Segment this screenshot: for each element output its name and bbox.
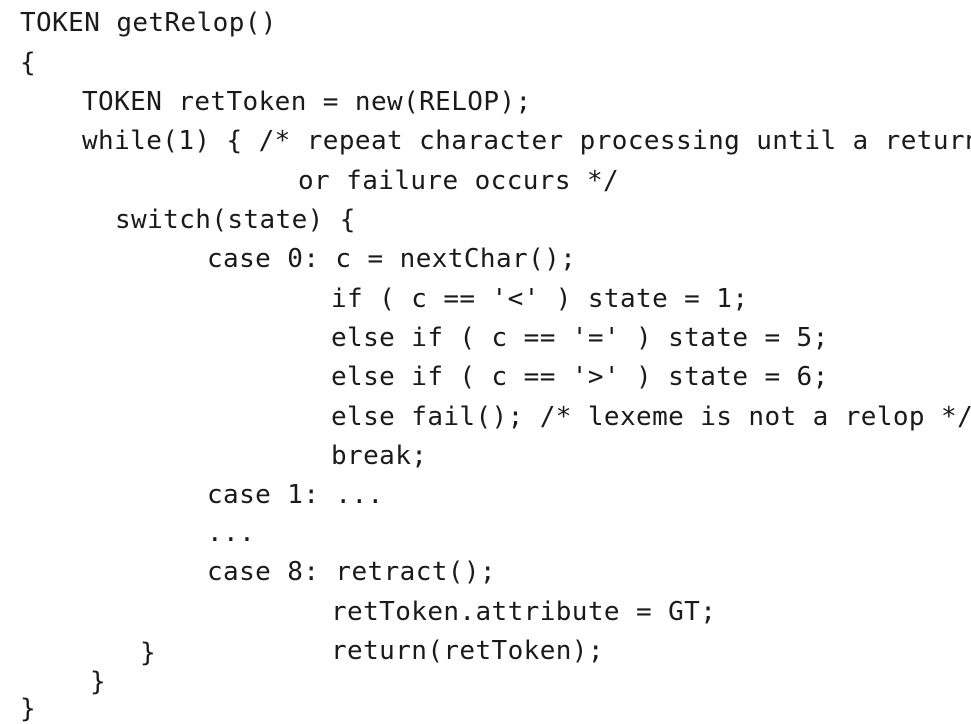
code-line: TOKEN getRelop()	[20, 8, 277, 38]
code-line: }	[90, 667, 107, 697]
code-line: switch(state) {	[115, 205, 356, 235]
code-line: case 0: c = nextChar();	[207, 244, 577, 274]
code-line: else if ( c == '=' ) state = 5;	[331, 323, 829, 353]
code-line: case 8: retract();	[207, 557, 496, 587]
code-line: TOKEN retToken = new(RELOP);	[82, 87, 532, 117]
code-line: else fail(); /* lexeme is not a relop */	[331, 402, 971, 432]
code-line: retToken.attribute = GT;	[331, 597, 717, 627]
code-line: return(retToken);	[331, 636, 604, 666]
code-line: break;	[331, 441, 428, 471]
code-line: {	[20, 48, 37, 78]
code-line: or failure occurs */	[298, 166, 620, 196]
code-line: }	[20, 694, 37, 724]
code-line: }	[140, 638, 157, 668]
code-line: case 1: ...	[207, 480, 384, 510]
code-line: if ( c == '<' ) state = 1;	[331, 284, 749, 314]
code-line: ...	[207, 518, 256, 548]
code-line: while(1) { /* repeat character processin…	[82, 126, 971, 156]
code-line: else if ( c == '>' ) state = 6;	[331, 362, 829, 392]
